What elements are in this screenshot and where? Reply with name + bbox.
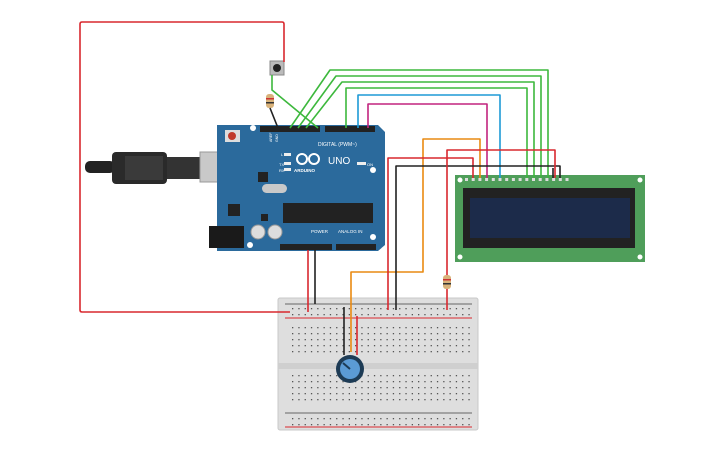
lcd-16x2[interactable] — [455, 175, 645, 262]
breadboard[interactable] — [277, 297, 479, 431]
wire-green-1[interactable] — [289, 69, 549, 178]
power-label: POWER — [311, 229, 329, 234]
potentiometer[interactable] — [336, 355, 364, 383]
gnd-label: GND — [275, 134, 279, 142]
wire-black-resistor[interactable] — [269, 107, 279, 129]
led-tx-label: TX — [279, 162, 284, 167]
crystal — [262, 184, 287, 193]
led-rx-label: RX — [279, 168, 285, 173]
aref-label: AREF — [269, 133, 273, 142]
digital-header-right — [325, 126, 375, 132]
power-jack — [209, 226, 244, 248]
brand-label: ARDUINO — [294, 168, 315, 173]
resistor-lcd[interactable] — [443, 275, 451, 289]
wire-red-button[interactable] — [79, 21, 290, 313]
digital-label: DIGITAL (PWM~) — [318, 142, 357, 148]
wire-green-3[interactable] — [305, 81, 535, 178]
wire-blue[interactable] — [357, 94, 501, 178]
lcd-screen — [470, 198, 630, 238]
wire-red-backlight[interactable] — [446, 149, 556, 310]
wire-red-lcd[interactable] — [387, 157, 474, 310]
atmega-chip — [283, 203, 373, 223]
analog-label: ANALOG IN — [338, 229, 363, 234]
wire-black-lcd[interactable] — [395, 165, 561, 310]
wire-green-button[interactable] — [271, 75, 319, 129]
arduino-logo — [296, 153, 320, 165]
wire-orange[interactable] — [350, 138, 481, 352]
usb-cable[interactable] — [85, 151, 231, 184]
wire-magenta[interactable] — [367, 103, 488, 178]
led-l-label: L — [281, 152, 284, 157]
wire-green-4[interactable] — [345, 87, 528, 178]
wire-green-2[interactable] — [297, 75, 542, 178]
arduino-uno[interactable]: DIGITAL (PWM~) AREF GND L TX RX ON ARDUI… — [209, 125, 385, 251]
wires — [79, 21, 561, 355]
led-on-label: ON — [367, 162, 373, 167]
push-button[interactable] — [269, 60, 285, 76]
resistor-button[interactable] — [266, 94, 274, 108]
model-label: UNO — [328, 156, 350, 167]
digital-header-left — [260, 126, 320, 132]
